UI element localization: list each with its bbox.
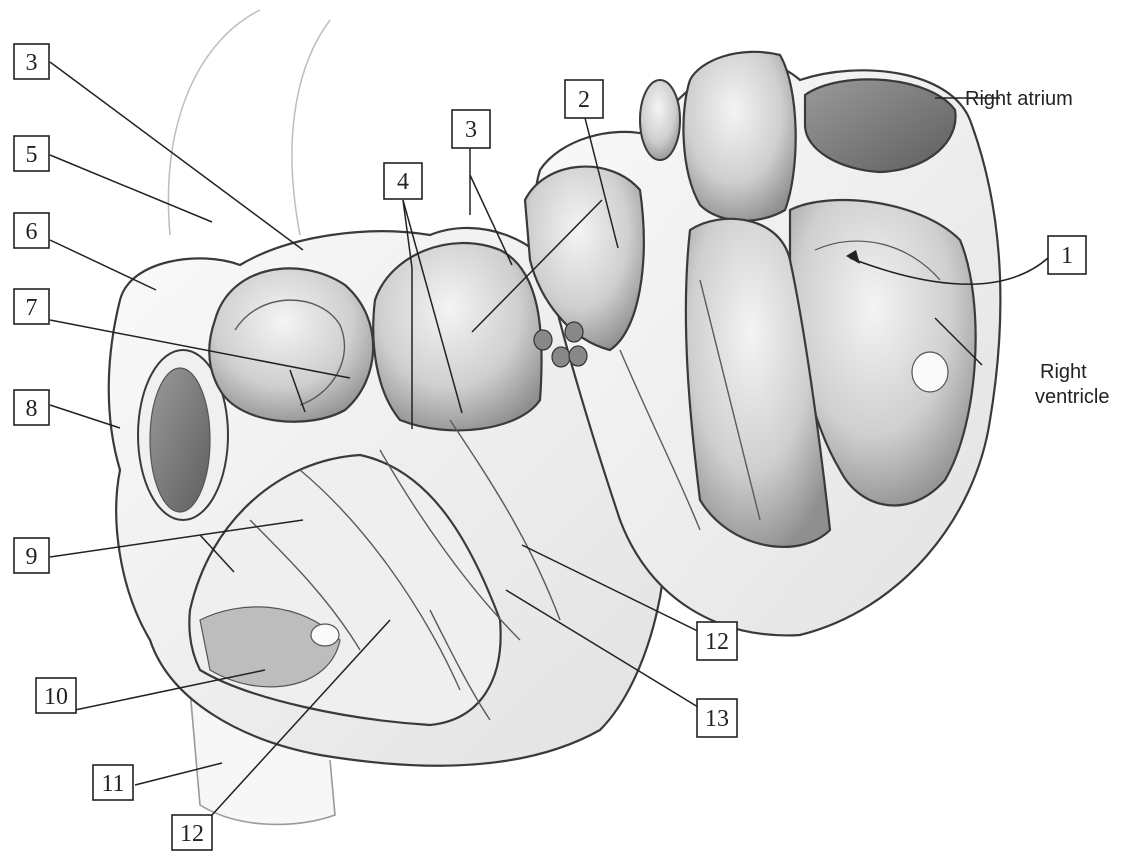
aorta-ring: [209, 268, 373, 421]
label-number: 3: [465, 117, 477, 143]
label-13: 13: [697, 699, 737, 737]
label-6: 6: [14, 213, 49, 248]
pulmonary-trunk: [683, 52, 795, 221]
label-number: 2: [578, 87, 590, 113]
label-4: 4: [384, 163, 422, 199]
heart-illustration: [109, 10, 1001, 824]
label-5: 5: [14, 136, 49, 171]
label-number: 7: [26, 295, 38, 321]
aortic-arch-outline: [168, 10, 330, 235]
label-12-bottom: 12: [172, 815, 212, 850]
label-number: 9: [26, 544, 38, 570]
label-11: 11: [93, 765, 133, 800]
label-number: 12: [705, 629, 729, 655]
label-3-center: 3: [452, 110, 490, 148]
label-7: 7: [14, 289, 49, 324]
outflow-chamber: [373, 243, 541, 430]
label-number: 12: [180, 821, 204, 847]
label-right-atrium: Right atrium: [965, 88, 1073, 110]
label-number: 11: [101, 771, 124, 797]
label-9: 9: [14, 538, 49, 573]
label-number: 4: [397, 169, 409, 195]
label-right-ventricle-line1: Right: [1040, 361, 1087, 383]
label-8: 8: [14, 390, 49, 425]
label-12-right: 12: [697, 622, 737, 660]
label-3-top-left: 3: [14, 44, 49, 79]
label-10: 10: [36, 678, 76, 713]
label-right-ventricle-line2: ventricle: [1035, 386, 1109, 408]
label-number: 6: [26, 219, 38, 245]
label-1: 1: [1048, 236, 1086, 274]
label-2: 2: [565, 80, 603, 118]
label-number: 8: [26, 396, 38, 422]
label-number: 5: [26, 142, 38, 168]
label-number: 13: [705, 706, 729, 732]
label-number: 3: [26, 50, 38, 76]
label-number: 1: [1061, 243, 1073, 269]
label-number: 10: [44, 684, 68, 710]
